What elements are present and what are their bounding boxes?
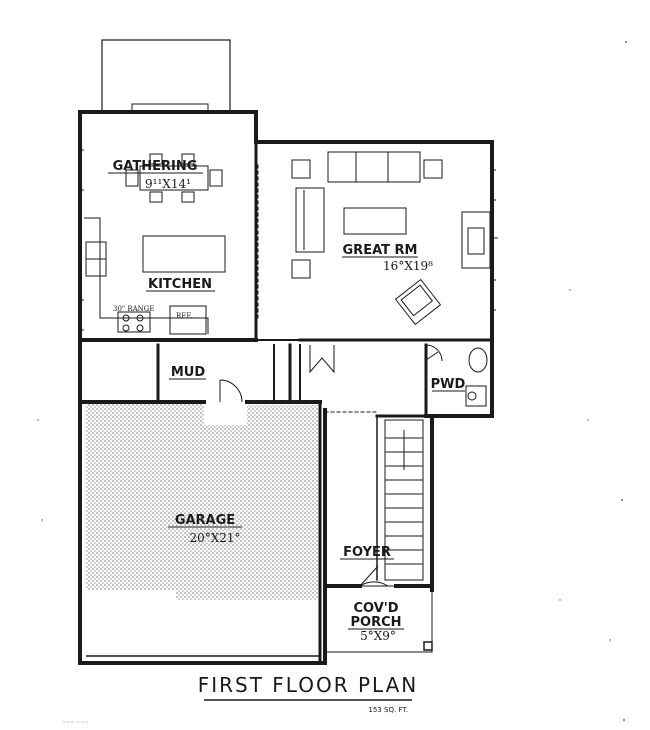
porch-label-line2: PORCH (350, 615, 401, 630)
garage-label: GARAGE (175, 513, 235, 528)
staircase (384, 419, 424, 581)
door-swings (219, 344, 443, 587)
pwd-label: PWD (431, 377, 466, 392)
room-labels: GATHERING 9¹¹X14¹ KITCHEN GREAT RM 16°X1… (113, 159, 466, 643)
kitchen-label: KITCHEN (148, 277, 212, 292)
gathering-label: GATHERING (113, 159, 198, 174)
great-rm-label: GREAT RM (343, 243, 418, 258)
garage-floor (86, 404, 320, 600)
porch-dims: 5°X9° (360, 629, 396, 643)
scan-specks (37, 41, 627, 721)
great-room-furniture (291, 151, 498, 326)
plan-title-block: FIRST FLOOR PLAN 153 SQ. FT. ~~~ ~~~ (62, 673, 419, 726)
kitchen-counters (84, 217, 226, 335)
porch-label-line1: COV'D (353, 601, 398, 616)
dining-table (125, 153, 223, 203)
rear-patio (101, 39, 231, 113)
range-note: 30" RANGE (113, 305, 155, 313)
plan-title: FIRST FLOOR PLAN (198, 673, 419, 697)
ref-note: REF. (176, 312, 192, 320)
footer-mark: ~~~ ~~~ (62, 720, 89, 726)
garage-dims: 20°X21° (189, 531, 240, 545)
powder-room-fixtures (465, 347, 488, 407)
covered-porch (324, 585, 433, 653)
mud-label: MUD (171, 365, 205, 380)
foyer-label: FOYER (343, 545, 391, 560)
interior-walls (78, 140, 494, 665)
great-rm-dims: 16°X19⁸ (383, 259, 433, 273)
fixture-notes: 30" RANGE REF. (113, 305, 192, 320)
area-note: 153 SQ. FT. (368, 706, 408, 714)
windows (78, 149, 496, 331)
label-underlines (108, 172, 465, 630)
gathering-dims: 9¹¹X14¹ (145, 177, 191, 191)
